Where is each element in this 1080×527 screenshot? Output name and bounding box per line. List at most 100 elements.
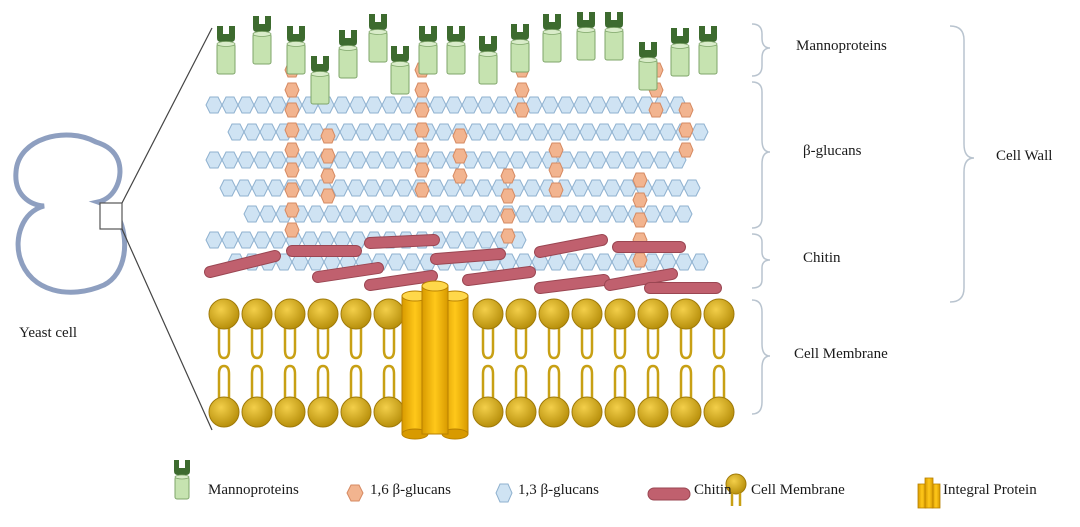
beta-1-3-glucan-unit xyxy=(683,179,701,197)
legend-cell-membrane-label: Cell Membrane xyxy=(751,482,845,498)
lipid-head-upper xyxy=(538,298,570,330)
lipid-tail-lower xyxy=(646,364,660,400)
lipid-tail-lower xyxy=(250,364,264,400)
beta-1-6-glucan-icon xyxy=(346,484,364,502)
beta-1-3-glucan-unit xyxy=(227,123,245,141)
lipid-head-upper xyxy=(703,298,735,330)
lipid-head-upper xyxy=(274,298,306,330)
chitin-rod-fill xyxy=(365,235,439,248)
beta-1-3-glucan-unit xyxy=(205,96,223,114)
mannoprotein xyxy=(542,14,562,63)
lipid-head-upper xyxy=(373,298,405,330)
beta-1-3-glucan-unit xyxy=(675,253,693,271)
beta-1-3-glucan-unit xyxy=(515,205,533,223)
mannoprotein xyxy=(670,28,690,77)
beta-1-6-glucan-unit xyxy=(284,82,300,98)
beta-1-6-glucan-unit xyxy=(678,122,694,138)
beta-1-6-glucan-unit xyxy=(320,168,336,184)
mannoproteins-layer-label: Mannoproteins xyxy=(796,38,887,54)
chitin-icon xyxy=(647,487,691,501)
lipid-head-lower xyxy=(274,396,306,428)
mannoprotein xyxy=(216,26,236,75)
beta-1-6-glucan-unit xyxy=(632,172,648,188)
mannoprotein xyxy=(252,16,272,65)
lipid-head-lower xyxy=(505,396,537,428)
beta-1-3-glucan-unit xyxy=(493,151,511,169)
beta-1-6-glucan-unit xyxy=(284,182,300,198)
lipid-tail-upper xyxy=(481,326,495,360)
mannoprotein-layer xyxy=(216,12,718,105)
beta-1-6-glucan-unit xyxy=(284,102,300,118)
lipid-head-lower xyxy=(208,396,240,428)
mannoprotein xyxy=(638,42,658,91)
beta-1-3-glucan-unit xyxy=(355,123,373,141)
chitin-layer-label: Chitin xyxy=(803,250,841,266)
beta-1-3-glucan-unit xyxy=(571,179,589,197)
beta-1-6-glucan-unit xyxy=(678,102,694,118)
beta-1-3-glucan-unit xyxy=(563,123,581,141)
beta-1-6-glucan-unit xyxy=(548,162,564,178)
chitin-rod-fill xyxy=(313,263,383,282)
lipid-tail-lower xyxy=(283,364,297,400)
beta-1-3-glucan-unit xyxy=(379,179,397,197)
beta-1-3-glucan-unit xyxy=(251,179,269,197)
beta-1-3-glucan-unit xyxy=(451,205,469,223)
beta-1-3-glucan-unit xyxy=(547,205,565,223)
beta-1-3-glucan-unit xyxy=(253,231,271,249)
beta-1-3-glucan-unit xyxy=(637,151,655,169)
beta-1-3-glucan-unit xyxy=(499,123,517,141)
beta-1-3-glucan-unit xyxy=(205,151,223,169)
beta-1-3-glucan-unit xyxy=(237,231,255,249)
beta-1-6-glucan-unit xyxy=(500,208,516,224)
beta-1-3-glucan-unit xyxy=(243,205,261,223)
beta-1-3-glucan-unit xyxy=(467,123,485,141)
beta-1-3-glucan-unit xyxy=(445,96,463,114)
beta-1-6-glucan-unit xyxy=(414,102,430,118)
beta-1-6-glucan-unit xyxy=(500,168,516,184)
beta-1-3-glucan-unit xyxy=(667,179,685,197)
yeast-cell-outline xyxy=(13,132,128,295)
beta-1-3-glucan-unit xyxy=(429,151,447,169)
beta-1-3-glucan-unit xyxy=(531,123,549,141)
beta-1-6-glucan-unit xyxy=(320,128,336,144)
mannoprotein xyxy=(698,26,718,75)
beta-1-3-glucan-unit xyxy=(403,205,421,223)
chitin-rod-fill xyxy=(463,267,535,285)
beta-1-3-glucan-unit xyxy=(627,123,645,141)
lipid-head-upper xyxy=(670,298,702,330)
beta-1-3-glucan-unit xyxy=(483,205,501,223)
legend-integral-protein-label: Integral Protein xyxy=(943,482,1037,498)
beta-1-3-glucan-unit xyxy=(619,179,637,197)
beta-1-3-glucan-unit xyxy=(477,151,495,169)
mannoprotein xyxy=(478,36,498,85)
beta-1-3-glucan-unit xyxy=(435,205,453,223)
lipid-head-lower xyxy=(307,396,339,428)
legend-mannoproteins-label: Mannoproteins xyxy=(208,482,299,498)
beta-1-3-glucan-unit xyxy=(267,179,285,197)
beta-1-3-glucan-unit xyxy=(339,123,357,141)
lipid-head-upper xyxy=(472,298,504,330)
lipid-tail-lower xyxy=(316,364,330,400)
lipid-head-lower xyxy=(472,396,504,428)
beta-1-6-glucan-unit xyxy=(284,202,300,218)
legend-chitin-label: Chitin xyxy=(694,482,732,498)
beta-1-3-glucan-unit xyxy=(459,179,477,197)
mannoprotein-icon xyxy=(174,460,190,500)
mannoprotein xyxy=(510,24,530,73)
yeast-cell xyxy=(13,27,213,431)
beta-1-3-glucan-unit xyxy=(557,151,575,169)
lipid-tail-upper xyxy=(217,326,231,360)
beta-1-3-glucan-unit xyxy=(397,151,415,169)
beta-1-3-glucan-unit xyxy=(333,151,351,169)
beta-1-3-glucan-unit xyxy=(595,205,613,223)
beta-1-6-glucan-chains xyxy=(284,62,694,268)
beta-1-3-glucan-unit xyxy=(435,123,453,141)
beta-1-3-glucan-unit xyxy=(509,151,527,169)
lipid-tail-lower xyxy=(481,364,495,400)
lipid-head-upper xyxy=(340,298,372,330)
lipid-tail-lower xyxy=(514,364,528,400)
lipid-head-upper xyxy=(208,298,240,330)
beta-1-3-glucan-unit xyxy=(579,253,597,271)
beta-1-3-glucan-unit xyxy=(395,179,413,197)
